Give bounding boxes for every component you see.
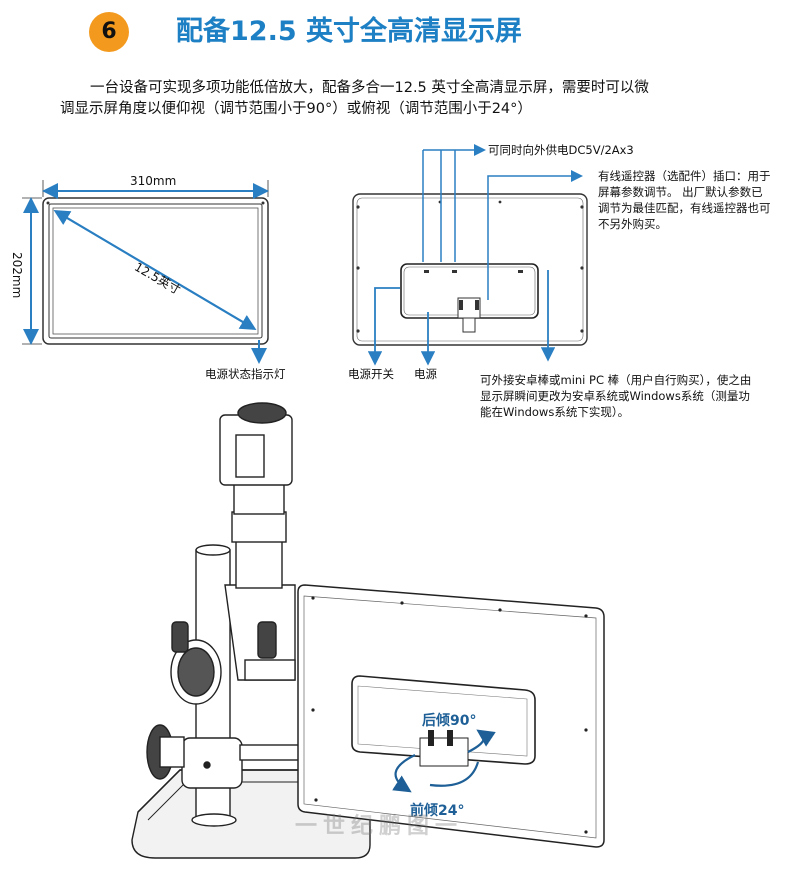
usb-pointer — [422, 144, 486, 262]
microscope-illustration — [131, 402, 456, 859]
remote-pointer — [487, 170, 583, 300]
power-switch-label: 电源开关 — [348, 367, 394, 381]
back-tilt-label: 后倾90° — [422, 713, 477, 729]
usb-power-label: 可同时向外供电DC5V/2Ax3 — [488, 143, 634, 157]
width-label: 310mm — [130, 174, 177, 188]
intro-paragraph: 一台设备可实现多项功能低倍放大，配备多合一12.5 英寸全高清显示屏，需要时可以… — [60, 78, 760, 120]
tilt-back-arrow — [429, 729, 496, 787]
section-title: 配备12.5 英寸全高清显示屏 — [176, 16, 523, 47]
front-tilt-label: 前倾24° — [410, 803, 465, 819]
android-stick-label: 可外接安卓棒或mini PC 棒（用户自行购买），使之由显示屏瞬间更改为安卓系统… — [480, 373, 752, 419]
intro-line-2: 调显示屏角度以便仰视（调节范围小于90°）或俯视（调节范围小于24°） — [60, 101, 532, 117]
tilt-front-arrow — [392, 754, 416, 793]
remote-port-label: 有线遥控器（选配件）插口：用于屏幕参数调节。 出厂默认参数已调节为最佳匹配，有线… — [598, 169, 771, 231]
height-label: 202mm — [10, 252, 24, 299]
section-number-badge: 6 — [89, 12, 129, 52]
power-indicator-label: 电源状态指示灯 — [205, 367, 286, 381]
intro-line-1: 一台设备可实现多项功能低倍放大，配备多合一12.5 英寸全高清显示屏，需要时可以… — [90, 80, 649, 96]
watermark: 一世纪鹏图一 — [295, 814, 464, 839]
height-dimension — [22, 197, 42, 345]
diagonal-dimension — [53, 209, 257, 331]
power-switch-pointer — [367, 287, 400, 366]
width-dimension — [42, 180, 269, 199]
back-view-monitor — [352, 193, 588, 346]
power-label: 电源 — [414, 367, 437, 381]
